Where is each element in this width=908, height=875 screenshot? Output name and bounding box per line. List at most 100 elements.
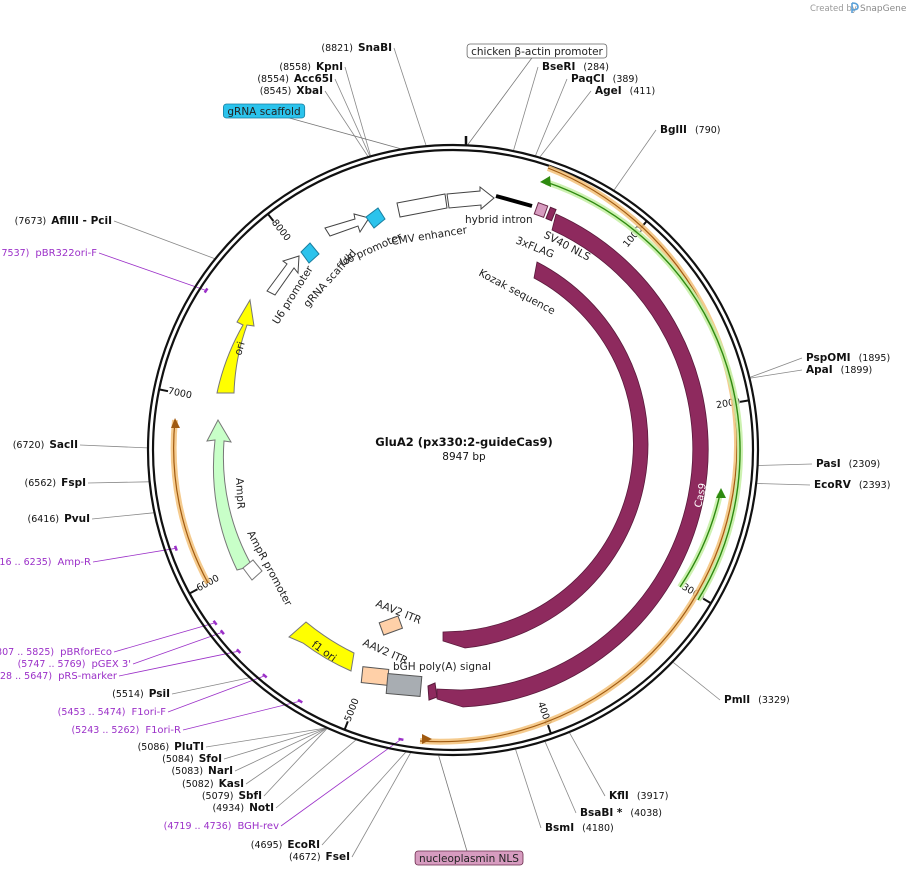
enzyme-position: (1899) (841, 365, 873, 376)
enzyme-site-sbfi[interactable]: SbfI(5079) (202, 790, 262, 802)
enzyme-leader-kfli (569, 732, 606, 797)
primer-labels: pBR322ori-F(7518 .. 7537) Amp-R(6216 .. 6… (0, 248, 404, 832)
enzyme-name: SacII (49, 439, 78, 451)
primer-bgh-rev[interactable]: BGH-rev(4719 .. 4736) (164, 821, 279, 832)
enzyme-name: AgeI (595, 85, 622, 97)
enzyme-site-nari[interactable]: NarI(5083) (171, 765, 233, 777)
enzyme-site-xbai[interactable]: XbaI(8545) (260, 85, 323, 97)
enzyme-position: (1895) (859, 353, 891, 364)
primer-name: F1ori-F (132, 707, 167, 718)
enzyme-site-noti[interactable]: NotI(4934) (212, 802, 274, 814)
label-cmv-enhancer: CMV enhancer (391, 224, 469, 248)
enzyme-leader-paqci (535, 78, 568, 156)
enzyme-site-sfoi[interactable]: SfoI(5084) (162, 753, 222, 765)
primer-mark-f1ori-r (297, 698, 303, 704)
primer-f1ori-f[interactable]: F1ori-F(5453 .. 5474) (58, 707, 167, 718)
enzyme-name: KpnI (316, 61, 343, 73)
ruler-label-5000: 5000 (343, 697, 362, 724)
enzyme-name: PvuI (64, 513, 90, 525)
f1-ori-arrow (288, 621, 355, 672)
primer-leader-pbr322ori-f (98, 252, 207, 291)
primer-f1ori-r[interactable]: F1ori-R(5243 .. 5262) (71, 725, 181, 736)
boxed-label-chicken-beta-actin-promoter[interactable]: chicken β-actin promoter (466, 43, 608, 59)
green-arc-1-core (545, 181, 741, 601)
primer-mark-f1ori-f (262, 673, 268, 679)
ruler-label-7000: 7000 (167, 386, 193, 402)
cas9-outer-label: Cas9 (693, 482, 709, 508)
enzyme-site-pasi[interactable]: PasI(2309) (816, 458, 880, 470)
primer-pbrforeco[interactable]: pBRforEco(5807 .. 5825) (0, 647, 112, 658)
cmv-enhancer-arrow (396, 193, 448, 218)
enzyme-position: (4672) (289, 852, 321, 863)
flag-block (545, 206, 557, 222)
enzyme-leader-pmli (673, 662, 721, 701)
enzyme-site-apai[interactable]: ApaI(1899) (806, 364, 872, 376)
ruler-tick-8000 (267, 213, 275, 222)
primer-pgex-3[interactable]: pGEX 3'(5747 .. 5769) (18, 659, 131, 670)
nucleoplasmin-nls-block (427, 682, 438, 701)
enzyme-position: (4180) (582, 823, 614, 834)
enzyme-site-fsei[interactable]: FseI(4672) (289, 851, 350, 863)
enzyme-leader-ecorv (757, 483, 811, 486)
enzyme-leader-sbfi (263, 728, 328, 797)
boxed-label-nucleoplasmin-nls[interactable]: nucleoplasmin NLS (414, 850, 524, 866)
enzyme-name: KflI (609, 790, 629, 802)
annotation-arcs (170, 165, 743, 745)
primer-name: F1ori-R (145, 725, 181, 736)
primer-range: (5747 .. 5769) (18, 659, 86, 670)
boxed-labels: chicken β-actin promoter gRNA scaffold nuc… (222, 43, 608, 866)
primer-prs-marker[interactable]: pRS-marker(5628 .. 5647) (0, 671, 118, 682)
enzyme-name: PspOMI (806, 352, 851, 364)
orange-arc-left-arrowhead (171, 418, 180, 428)
enzyme-site-bsmi[interactable]: BsmI(4180) (545, 822, 614, 834)
enzyme-site-paqci[interactable]: PaqCI(389) (571, 73, 638, 85)
enzyme-leader-kpni (344, 66, 371, 156)
cas9-features: Cas9 Cas9 (427, 202, 709, 708)
boxed-label-grna-scaffold[interactable]: gRNA scaffold (222, 103, 306, 119)
enzyme-site-bseri[interactable]: BseRI(284) (542, 61, 609, 73)
enzyme-site-kpni[interactable]: KpnI(8558) (279, 61, 343, 73)
enzyme-site-pmli[interactable]: PmlI(3329) (724, 694, 790, 706)
primer-range: (6216 .. 6235) (0, 557, 52, 568)
enzyme-site-kasi[interactable]: KasI(5082) (182, 778, 244, 790)
enzyme-site-pvui[interactable]: PvuI(6416) (27, 513, 90, 525)
primer-amp-r[interactable]: Amp-R(6216 .. 6235) (0, 557, 91, 568)
u6-promoter-arrow-1 (324, 213, 370, 237)
enzyme-position: (2309) (849, 459, 881, 470)
enzyme-site-pluti[interactable]: PluTI(5086) (138, 741, 204, 753)
ruler-tick-2000 (739, 399, 750, 403)
boxed-label-text: nucleoplasmin NLS (419, 853, 519, 865)
enzyme-position: (5084) (162, 754, 194, 765)
enzyme-site-ecori[interactable]: EcoRI(4695) (251, 839, 320, 851)
backbone-outer-ring (146, 143, 760, 757)
leader-lines (79, 47, 813, 859)
ruler-tick-4000 (547, 724, 552, 734)
enzyme-site-fspi[interactable]: FspI(6562) (25, 477, 86, 489)
enzyme-site-bglii[interactable]: BglII(790) (660, 124, 720, 136)
primer-mark-pgex-3 (219, 629, 225, 635)
enzyme-position: (8545) (260, 86, 292, 97)
enzyme-position: (8554) (257, 74, 289, 85)
enzyme-leader-nari (234, 728, 327, 772)
enzyme-site-kfli[interactable]: KflI(3917) (609, 790, 668, 802)
enzyme-site-agei[interactable]: AgeI(411) (595, 85, 655, 97)
enzyme-site-snabi[interactable]: SnaBI(8821) (321, 42, 392, 54)
enzyme-site-bsabi[interactable]: BsaBI *(4038) (580, 807, 662, 819)
enzyme-position: (5083) (171, 766, 203, 777)
enzyme-site-afliii-pcii[interactable]: AflIII - PciI(7673) (15, 215, 112, 227)
boxed-label-text: chicken β-actin promoter (471, 46, 603, 58)
enzyme-site-acc65i[interactable]: Acc65I(8554) (257, 73, 333, 85)
orange-arc-arrowhead (422, 734, 432, 744)
plasmid-length: 8947 bp (442, 451, 486, 463)
enzyme-site-psii[interactable]: PsiI(5514) (112, 688, 170, 700)
enzyme-leader-sfoi (223, 727, 326, 760)
enzyme-position: (4695) (251, 840, 283, 851)
enzyme-site-ecorv[interactable]: EcoRV(2393) (814, 479, 890, 491)
primer-leader-pbrforeco (113, 622, 216, 653)
primer-pbr322ori-f[interactable]: pBR322ori-F(7518 .. 7537) (0, 248, 97, 259)
enzyme-site-sacii[interactable]: SacII(6720) (13, 439, 78, 451)
enzyme-site-pspomi[interactable]: PspOMI (1895) (806, 352, 890, 364)
u6-promoter-arrow-2 (266, 255, 300, 296)
aav2-itr-box-lower (360, 666, 390, 686)
orange-arc-cas9-region-core (419, 167, 738, 743)
